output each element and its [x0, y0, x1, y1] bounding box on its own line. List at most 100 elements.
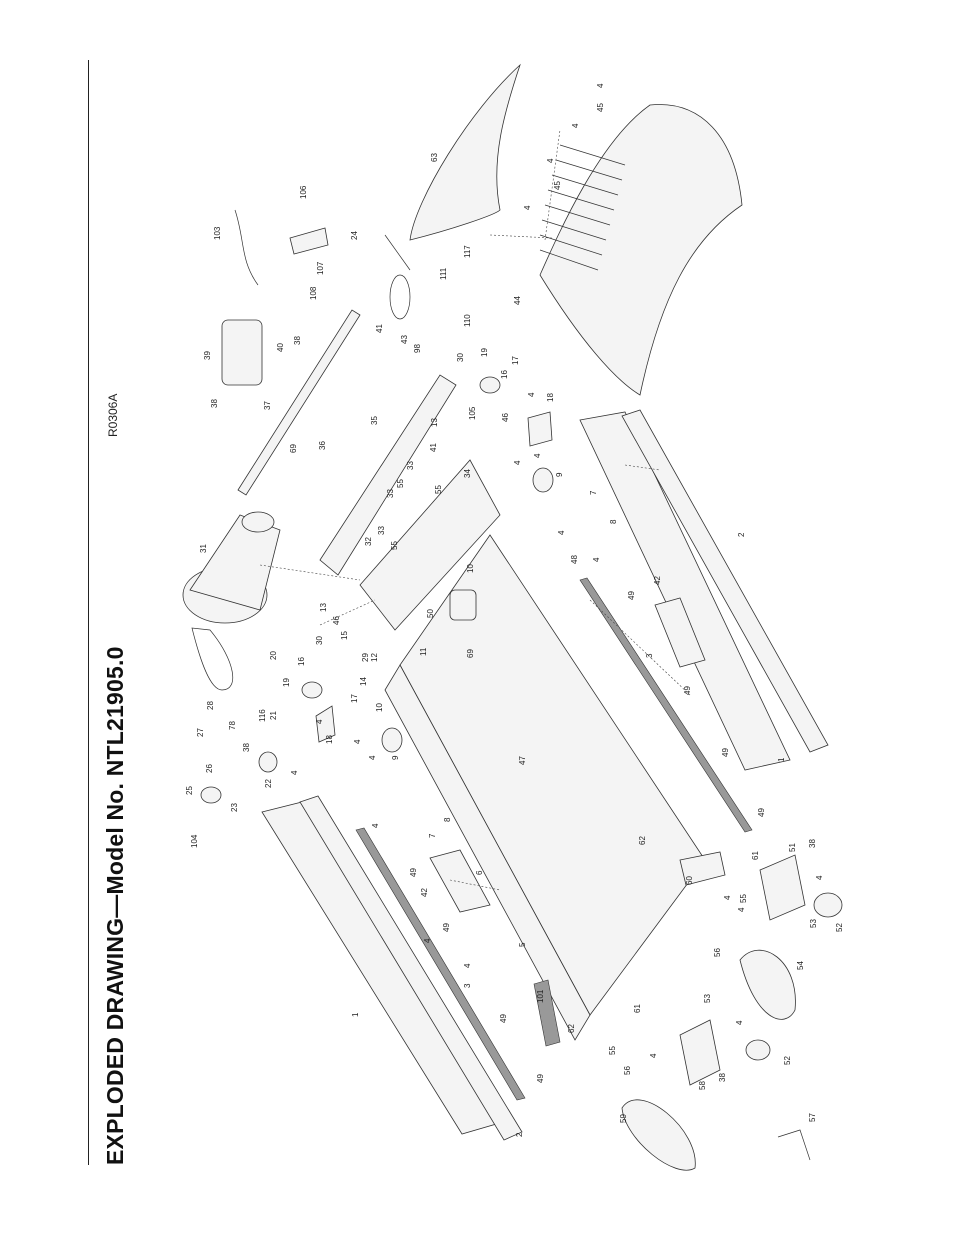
callout-23: 23: [230, 803, 239, 812]
callout-21: 21: [269, 711, 278, 720]
bracket-18: [315, 705, 336, 743]
callout-17: 17: [350, 694, 359, 703]
callout-40: 40: [276, 343, 285, 352]
callout-33: 33: [377, 526, 386, 535]
callout-39: 39: [203, 351, 212, 360]
callout-4: 4: [513, 460, 522, 465]
callout-9: 9: [391, 755, 400, 760]
callout-55: 55: [396, 479, 405, 488]
bracket-18-right: [527, 411, 553, 447]
callout-36: 36: [318, 441, 327, 450]
rear-endcap-51: [759, 854, 806, 921]
callout-55: 55: [434, 485, 443, 494]
callout-106: 106: [299, 185, 308, 199]
callout-62: 62: [638, 836, 647, 845]
callout-3: 3: [463, 983, 472, 988]
callout-7: 7: [428, 833, 437, 838]
motor-belt-28: [191, 627, 234, 691]
rear-endcap-58: [679, 1019, 721, 1086]
disk-25: [200, 786, 222, 804]
callout-41: 41: [375, 324, 384, 333]
callout-55: 55: [390, 541, 399, 550]
callout-49: 49: [499, 1014, 508, 1023]
title-rule: [88, 60, 89, 1165]
callout-4: 4: [723, 895, 732, 900]
callout-1: 1: [351, 1012, 360, 1017]
callout-28: 28: [206, 701, 215, 710]
callout-27: 27: [196, 728, 205, 737]
callout-44: 44: [513, 296, 522, 305]
callout-46: 46: [501, 413, 510, 422]
callout-4: 4: [527, 392, 536, 397]
callout-10: 10: [375, 703, 384, 712]
callout-4: 4: [423, 938, 432, 943]
motor-hood: [539, 104, 743, 396]
leveling-foot-52: [813, 892, 843, 918]
callout-104: 104: [190, 834, 199, 848]
callout-8: 8: [443, 817, 452, 822]
callout-4: 4: [737, 907, 746, 912]
callout-55: 55: [739, 894, 748, 903]
callout-30: 30: [315, 636, 324, 645]
rear-cover-59: [621, 1099, 696, 1171]
pulley-19-right: [479, 376, 501, 394]
rail-cap-42-right: [654, 597, 706, 668]
callout-69: 69: [466, 649, 475, 658]
callout-116: 116: [258, 709, 267, 722]
callout-4: 4: [368, 755, 377, 760]
callout-108: 108: [309, 286, 318, 300]
callout-43: 43: [400, 335, 409, 344]
callout-41: 41: [429, 443, 438, 452]
bracket-22: [258, 751, 278, 773]
power-cord: [384, 234, 411, 271]
callout-48: 48: [570, 555, 579, 564]
callout-20: 20: [269, 651, 278, 660]
callout-42: 42: [653, 576, 662, 585]
power-cord-coil: [389, 274, 411, 320]
callout-58: 58: [698, 1081, 707, 1090]
callout-12: 12: [370, 653, 379, 662]
callout-26: 26: [205, 764, 214, 773]
callout-4: 4: [315, 719, 324, 724]
callout-38: 38: [293, 336, 302, 345]
frame-rail-6: [384, 664, 591, 1041]
side-rail-2-right: [621, 409, 829, 753]
callout-45: 45: [553, 181, 562, 190]
callout-42: 42: [420, 888, 429, 897]
callout-32: 32: [364, 537, 373, 546]
callout-38: 38: [808, 839, 817, 848]
callout-54: 54: [796, 961, 805, 970]
callout-51: 51: [788, 843, 797, 852]
callout-63: 63: [430, 153, 439, 162]
hood-cover-63: [409, 63, 521, 241]
callout-49: 49: [721, 748, 730, 757]
callout-34: 34: [463, 469, 472, 478]
callout-35: 35: [370, 416, 379, 425]
callout-33: 33: [386, 489, 395, 498]
side-rail-3: [355, 827, 526, 1101]
callout-1: 1: [777, 757, 786, 762]
callout-61: 61: [751, 851, 760, 860]
callout-25: 25: [185, 786, 194, 795]
callout-9: 9: [555, 472, 564, 477]
callout-3: 3: [645, 653, 654, 658]
callout-8: 8: [609, 519, 618, 524]
callout-4: 4: [353, 739, 362, 744]
callout-56: 56: [623, 1066, 632, 1075]
callout-49: 49: [683, 686, 692, 695]
callout-60: 60: [685, 876, 694, 885]
callout-16: 16: [297, 657, 306, 666]
callout-19: 19: [282, 678, 291, 687]
callout-49: 49: [442, 923, 451, 932]
callout-107: 107: [316, 261, 325, 275]
leveling-foot-52b: [745, 1039, 771, 1061]
callout-22: 22: [264, 779, 273, 788]
pulley-19: [301, 681, 323, 699]
wire-106: [289, 227, 329, 255]
rear-roller-60: [679, 851, 726, 886]
callout-6: 6: [475, 870, 484, 875]
callout-15: 15: [340, 631, 349, 640]
callout-46: 46: [332, 616, 341, 625]
